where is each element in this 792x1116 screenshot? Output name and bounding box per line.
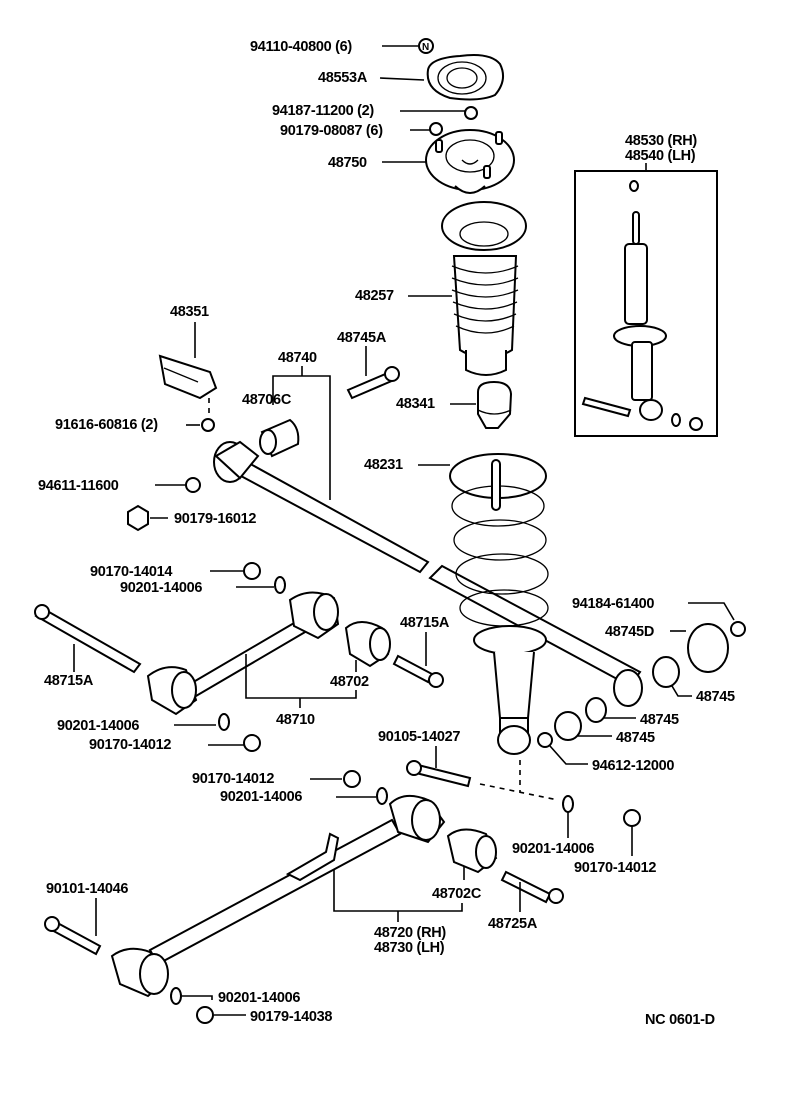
- label-48740[interactable]: 48740: [278, 350, 317, 366]
- label-94110-40800[interactable]: 94110-40800 (6): [250, 39, 353, 55]
- bushing-48745-upper: [652, 656, 680, 688]
- label-94184-61400[interactable]: 94184-61400: [572, 596, 655, 612]
- nut-icon: [243, 562, 261, 580]
- nut-icon: [343, 770, 361, 788]
- nut-icon: [730, 621, 746, 637]
- label-48745-a[interactable]: 48745: [696, 689, 735, 705]
- label-48231[interactable]: 48231: [364, 457, 403, 473]
- leader-line: [549, 745, 588, 765]
- label-48553A[interactable]: 48553A: [318, 70, 368, 86]
- leader-bracket: [245, 654, 357, 699]
- label-48745D[interactable]: 48745D: [605, 624, 654, 640]
- leader-line: [182, 995, 213, 1000]
- label-94187-11200[interactable]: 94187-11200 (2): [272, 103, 375, 119]
- washer-icon: [274, 576, 286, 594]
- shock-absorber-box: [574, 170, 718, 437]
- label-90179-08087[interactable]: 90179-08087 (6): [280, 123, 383, 139]
- label-90201-14006-a[interactable]: 90201-14006: [120, 580, 203, 596]
- bushing-48745-mid: [585, 697, 607, 723]
- label-90101-14046[interactable]: 90101-14046: [46, 881, 129, 897]
- label-48530-rh[interactable]: 48530 (RH): [625, 133, 698, 149]
- nut-icon: [537, 732, 553, 748]
- middle-arm-48710: [146, 591, 340, 716]
- label-90105-14027[interactable]: 90105-14027: [378, 729, 461, 745]
- leader-line: [688, 602, 735, 621]
- nut-icon: [243, 734, 261, 752]
- upper-control-arm-48740: [213, 440, 642, 688]
- bolt-48725A: [500, 870, 564, 904]
- shock-absorber-assembly: [581, 180, 703, 431]
- strut-body: [473, 625, 547, 755]
- nut-90179-16012: [127, 504, 149, 532]
- label-90179-14038[interactable]: 90179-14038: [250, 1009, 333, 1025]
- label-48725A[interactable]: 48725A: [488, 916, 538, 932]
- label-48715A-left[interactable]: 48715A: [44, 673, 94, 689]
- bushing-48702: [344, 621, 391, 668]
- washer-icon: [562, 795, 574, 813]
- label-90179-16012[interactable]: 90179-16012: [174, 511, 257, 527]
- label-48257[interactable]: 48257: [355, 288, 394, 304]
- bumper-boot: [441, 201, 527, 376]
- arm-end-bushing: [613, 669, 643, 707]
- bolt-90101-14046: [44, 916, 102, 956]
- label-48720-rh[interactable]: 48720 (RH): [374, 925, 447, 941]
- leader-line: [379, 77, 425, 81]
- bolt-90105-14027: [406, 760, 472, 788]
- label-48706C[interactable]: 48706C: [242, 392, 292, 408]
- nut-icon: [464, 106, 478, 120]
- nut-symbol-text: N: [422, 42, 429, 53]
- label-48745A-top[interactable]: 48745A: [337, 330, 387, 346]
- nut-icon: [185, 477, 201, 493]
- label-48715A-right[interactable]: 48715A: [400, 615, 450, 631]
- figure-code: NC 0601-D: [645, 1012, 715, 1028]
- cover-48351: [158, 354, 218, 400]
- label-48341[interactable]: 48341: [396, 396, 435, 412]
- dashed-leader: [479, 783, 559, 801]
- label-48745-b[interactable]: 48745: [640, 712, 679, 728]
- washer-icon: [170, 987, 182, 1005]
- upper-mount-insulator: [425, 129, 515, 194]
- label-90170-14012-a[interactable]: 90170-14012: [89, 737, 172, 753]
- upper-support-plate: [426, 54, 505, 101]
- label-90170-14014[interactable]: 90170-14014: [90, 564, 173, 580]
- bolt-48745A: [346, 366, 400, 400]
- bushing-48706C: [259, 418, 300, 458]
- label-90170-14012-c[interactable]: 90170-14012: [574, 860, 657, 876]
- label-90170-14012-b[interactable]: 90170-14012: [192, 771, 275, 787]
- label-48540-lh[interactable]: 48540 (LH): [625, 148, 696, 164]
- nut-icon: [623, 809, 641, 827]
- washer-48745D: [687, 623, 729, 673]
- bump-stopper: [477, 380, 513, 429]
- bushing-48745-lower: [554, 711, 582, 741]
- label-48750[interactable]: 48750: [328, 155, 367, 171]
- nut-icon: [429, 122, 443, 136]
- label-48745-c[interactable]: 48745: [616, 730, 655, 746]
- label-48730-lh[interactable]: 48730 (LH): [374, 940, 445, 956]
- label-48351[interactable]: 48351: [170, 304, 209, 320]
- label-48702C[interactable]: 48702C: [432, 886, 482, 902]
- label-94612-12000[interactable]: 94612-12000: [592, 758, 675, 774]
- label-90201-14006-d[interactable]: 90201-14006: [512, 841, 595, 857]
- label-48710[interactable]: 48710: [276, 712, 315, 728]
- washer-icon: [376, 787, 388, 805]
- label-90201-14006-b[interactable]: 90201-14006: [57, 718, 140, 734]
- bolt-icon: [201, 418, 215, 432]
- label-48702[interactable]: 48702: [330, 674, 369, 690]
- coil-spring-48231: [449, 453, 549, 627]
- label-91616-60816[interactable]: 91616-60816 (2): [55, 417, 158, 433]
- label-90201-14006-c[interactable]: 90201-14006: [220, 789, 303, 805]
- label-90201-14006-e[interactable]: 90201-14006: [218, 990, 301, 1006]
- bolt-48715A-right: [392, 654, 444, 688]
- nut-icon: [196, 1006, 214, 1024]
- bushing-48702C: [446, 828, 498, 874]
- lower-arm-48720: [110, 794, 446, 998]
- nut-icon: [418, 38, 434, 54]
- washer-icon: [218, 713, 230, 731]
- bolt-48715A-left: [34, 604, 142, 674]
- label-94611-11600[interactable]: 94611-11600: [38, 478, 119, 494]
- leader-line: [671, 685, 692, 697]
